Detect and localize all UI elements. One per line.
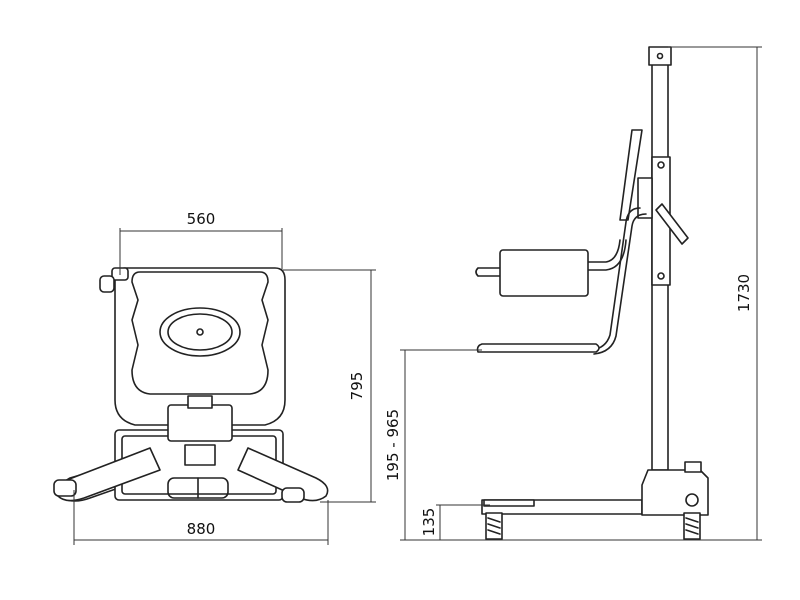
rear-wheel xyxy=(99,275,115,293)
seat-plate xyxy=(476,343,600,353)
seat-bracket xyxy=(637,177,653,219)
dimension-lines xyxy=(73,46,762,545)
seat-frame xyxy=(591,207,647,355)
dim-base-height: 135 xyxy=(420,508,438,537)
right-wheel xyxy=(281,487,305,503)
seat-opening xyxy=(159,307,241,357)
dim-front-width: 560 xyxy=(187,210,216,228)
left-wheel xyxy=(53,479,77,497)
backrest xyxy=(619,129,643,221)
front-caster-tread xyxy=(487,517,501,535)
dim-base-width: 880 xyxy=(187,520,216,538)
foot-pad xyxy=(483,499,535,507)
armrest-bar xyxy=(475,239,627,277)
motor-box xyxy=(184,444,216,466)
seat-center-dot xyxy=(196,328,204,336)
bolt-top xyxy=(657,161,665,169)
seat-opening-inner xyxy=(167,313,233,351)
dim-seat-height-range: 195 - 965 xyxy=(384,409,402,481)
rear-caster-tread xyxy=(685,517,699,535)
mast-block xyxy=(167,404,233,442)
dim-total-height: 1730 xyxy=(735,274,753,312)
dim-front-depth: 795 xyxy=(348,372,366,401)
brake-knob xyxy=(685,493,699,507)
handle xyxy=(655,203,689,245)
mast-top xyxy=(187,395,213,409)
cap-bolt xyxy=(656,52,664,60)
side-view xyxy=(475,46,709,540)
armrest-pad xyxy=(499,249,589,297)
front-view xyxy=(53,267,329,503)
bolt-bottom xyxy=(657,272,665,280)
control-unit xyxy=(684,461,702,473)
mast-cap xyxy=(648,46,672,66)
motor-housing xyxy=(641,469,709,516)
